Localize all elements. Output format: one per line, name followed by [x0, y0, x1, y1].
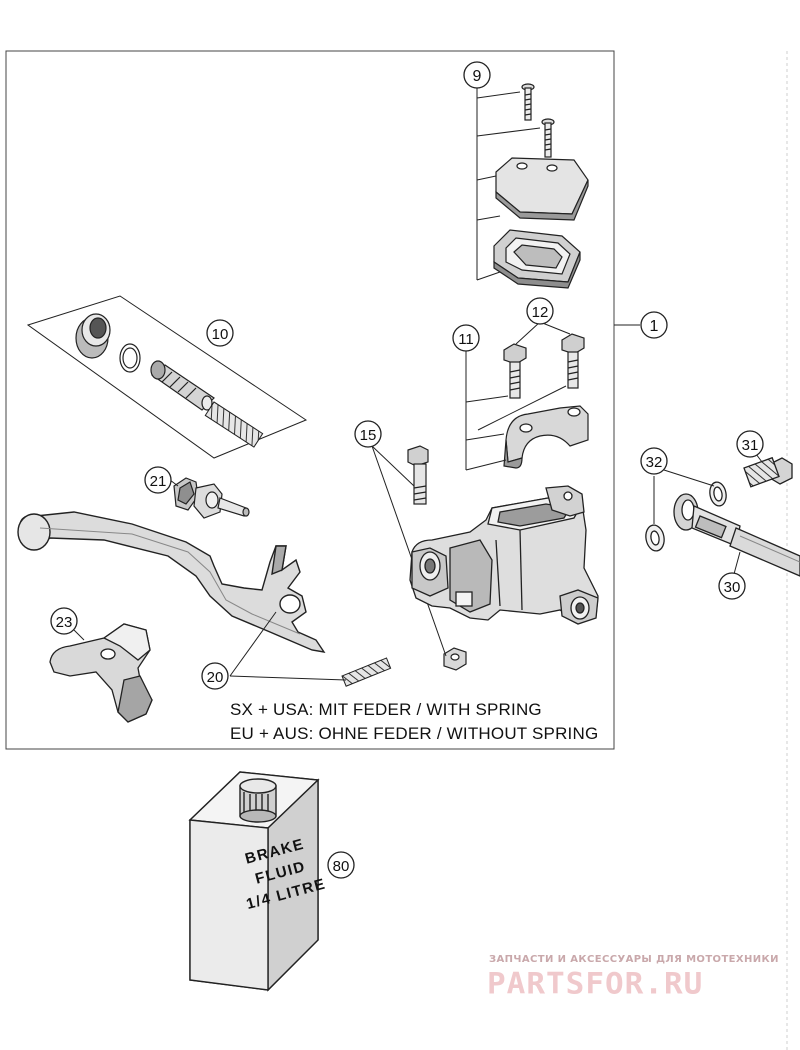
- circlip: [119, 343, 141, 373]
- callout-15: 15: [354, 420, 382, 448]
- callout-23: 23: [50, 607, 78, 635]
- callout-12: 12: [526, 297, 554, 325]
- leader-20: [229, 611, 347, 681]
- callout-20: 20: [201, 662, 229, 690]
- svg-text:23: 23: [56, 614, 73, 631]
- watermark-brand: PARTSFOR.RU: [487, 966, 704, 1002]
- clamp-group: [503, 333, 589, 469]
- svg-text:80: 80: [333, 858, 350, 875]
- svg-text:12: 12: [532, 304, 549, 321]
- leader-30: [733, 551, 741, 575]
- svg-text:9: 9: [473, 68, 482, 85]
- lever-adjuster: [173, 477, 250, 519]
- piston-kit-group: [26, 295, 308, 459]
- callout-9: 9: [463, 61, 491, 89]
- reservoir-cover-group: [493, 83, 589, 289]
- spring-note-eu-aus: EU + AUS: OHNE FEDER / WITHOUT SPRING: [230, 724, 599, 743]
- callout-21: 21: [144, 466, 172, 494]
- watermark-tagline: ЗАПЧАСТИ И АКСЕССУАРЫ ДЛЯ МОТОТЕХНИКИ: [489, 954, 779, 965]
- lever-spring: [341, 657, 392, 687]
- brake-hose: [729, 527, 800, 577]
- svg-text:11: 11: [458, 331, 474, 348]
- callout-30: 30: [718, 572, 746, 600]
- sealing-washer-upper: [709, 481, 727, 507]
- sealing-washer-lower: [645, 524, 665, 552]
- svg-text:20: 20: [207, 669, 224, 686]
- lever-pivot-bolt: [407, 445, 429, 505]
- brake-hose-group: [645, 456, 800, 577]
- piston: [150, 360, 215, 411]
- spring-note-sx-usa: SX + USA: MIT FEDER / WITH SPRING: [230, 700, 542, 719]
- piston-spring: [204, 401, 264, 448]
- leader-15: [371, 445, 447, 657]
- callout-10: 10: [206, 319, 234, 347]
- callout-11: 11: [452, 324, 480, 352]
- cover-screw-2: [541, 118, 555, 158]
- svg-text:32: 32: [646, 454, 663, 471]
- svg-text:21: 21: [150, 473, 167, 490]
- svg-text:31: 31: [742, 437, 759, 454]
- callout-32: 32: [640, 447, 668, 475]
- brake-fluid-bottle: [188, 771, 320, 992]
- bracket-11: [465, 321, 571, 471]
- assembly-frame: [5, 50, 615, 750]
- cover-screw-1: [521, 83, 535, 121]
- clamp-bolt-2: [561, 333, 585, 389]
- brake-lever: [17, 511, 326, 653]
- piston-kit-panel: [26, 295, 308, 459]
- master-cylinder-body: [409, 485, 599, 625]
- svg-text:1: 1: [650, 318, 659, 335]
- svg-text:15: 15: [360, 427, 377, 444]
- callout-bubbles: 1 9 10 11 12 15 20 21 23 30 31 32 80: [50, 61, 764, 879]
- clamp-bolt-1: [503, 343, 527, 399]
- bracket-9: [476, 86, 541, 281]
- clamp-half: [505, 405, 589, 463]
- callout-1: 1: [640, 311, 668, 339]
- banjo-fitting: [673, 493, 741, 547]
- pivot-nut: [443, 647, 467, 671]
- callout-31: 31: [736, 430, 764, 458]
- leader-32: [653, 469, 715, 524]
- svg-text:10: 10: [212, 326, 229, 343]
- lever-guard: [49, 623, 153, 723]
- callout-80: 80: [327, 851, 355, 879]
- svg-text:30: 30: [724, 579, 741, 596]
- piston-boot: [75, 313, 111, 359]
- leader-23: [73, 629, 85, 641]
- banjo-bolt: [743, 456, 793, 488]
